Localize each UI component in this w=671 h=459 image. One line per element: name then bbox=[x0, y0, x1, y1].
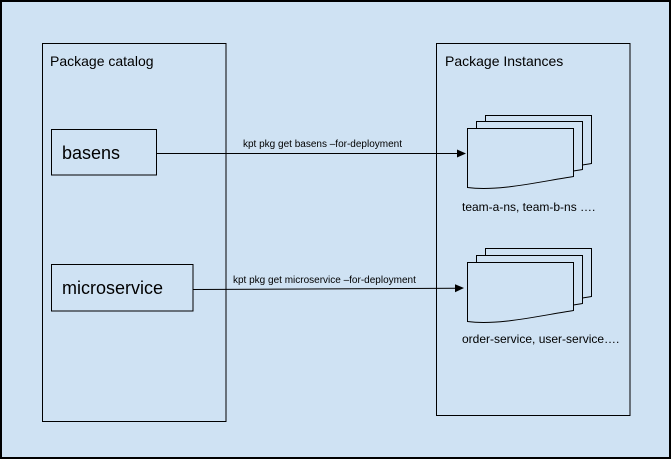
arrow-microservice-line bbox=[192, 287, 457, 290]
package-catalog-title: Package catalog bbox=[50, 53, 154, 69]
package-catalog-box bbox=[42, 43, 227, 422]
document-stack-services bbox=[467, 248, 592, 323]
document-page-front-icon bbox=[467, 128, 574, 189]
basens-label-text: basens bbox=[62, 142, 121, 163]
package-instances-title: Package Instances bbox=[445, 53, 564, 69]
document-page-front-icon bbox=[467, 262, 574, 323]
microservice-box bbox=[51, 264, 194, 312]
stack-caption-services: order-service, user-service…. bbox=[462, 332, 620, 346]
arrow-microservice bbox=[192, 284, 464, 293]
basens-label: basens bbox=[52, 130, 156, 175]
document-stack-team bbox=[467, 115, 592, 189]
arrowhead-icon bbox=[457, 149, 466, 158]
arrow-label-microservice: kpt pkg get microservice –for-deployment bbox=[233, 275, 416, 286]
package-instances-box bbox=[436, 43, 631, 416]
arrow-label-basens: kpt pkg get basens –for-deployment bbox=[243, 139, 402, 150]
arrowhead-icon bbox=[455, 284, 464, 293]
stack-caption-team: team-a-ns, team-b-ns …. bbox=[462, 200, 596, 214]
basens-box bbox=[51, 129, 157, 176]
arrow-basens bbox=[157, 149, 466, 158]
microservice-label: microservice bbox=[52, 265, 193, 311]
microservice-label-text: microservice bbox=[62, 278, 164, 298]
